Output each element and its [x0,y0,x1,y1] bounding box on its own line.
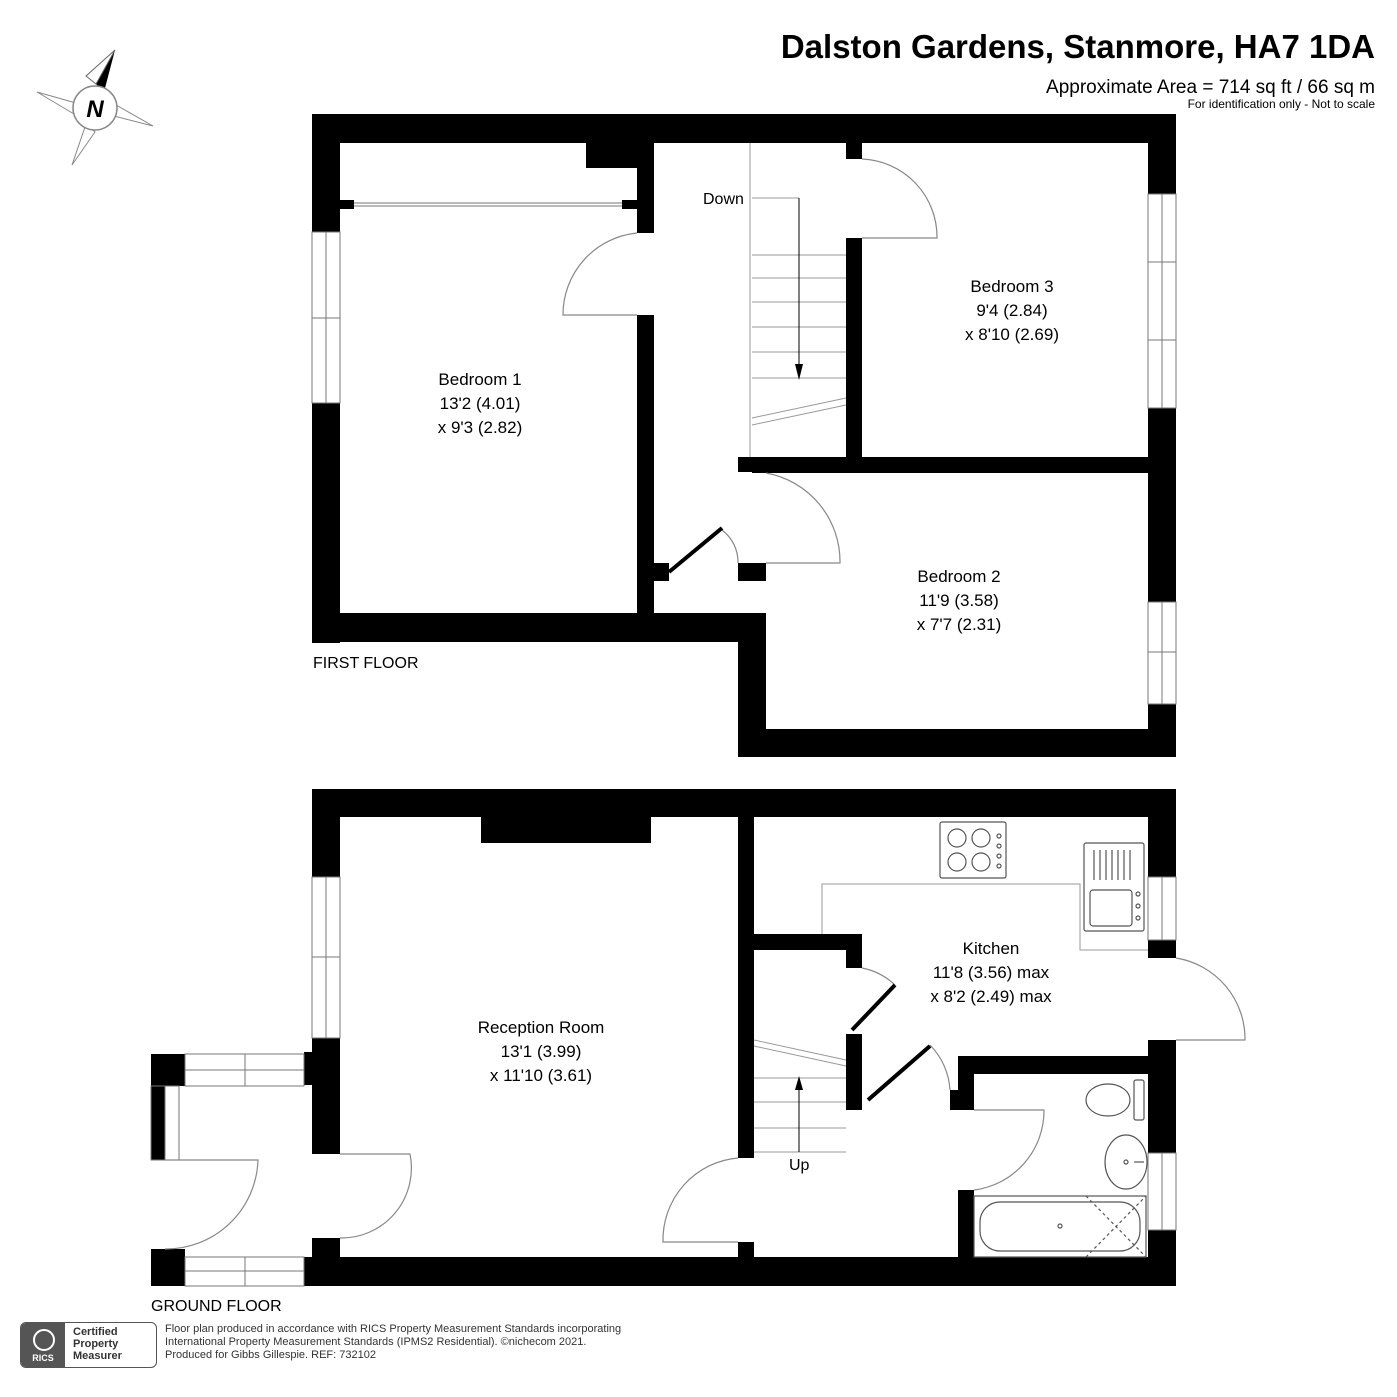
bath-icon [973,1195,1147,1258]
room-name: Bedroom 1 [438,370,522,389]
scale-disclaimer: For identification only - Not to scale [1187,97,1375,111]
room-bedroom-3: Bedroom 3 9'4 (2.84) x 8'10 (2.69) [965,275,1059,347]
rics-logo-icon: RICS [21,1323,65,1367]
room-bedroom-2: Bedroom 2 11'9 (3.58) x 7'7 (2.31) [917,565,1002,637]
kitchen-worktop [821,883,1148,951]
badge-line: Measurer [73,1350,122,1362]
stairs-down-label: Down [703,191,744,208]
approximate-area: Approximate Area = 714 sq ft / 66 sq m [1046,77,1375,98]
basin-icon [1104,1134,1148,1190]
room-dimension: 13'2 (4.01) [439,394,521,413]
room-dimension: x 9'3 (2.82) [437,418,523,437]
room-name: Bedroom 3 [970,277,1054,296]
room-reception: Reception Room 13'1 (3.99) x 11'10 (3.61… [478,1016,605,1088]
door-leaf [667,526,724,574]
rics-certification: Certified Property Measurer [73,1326,122,1362]
room-dimension: 11'9 (3.58) [919,591,999,610]
rics-badge: RICS Certified Property Measurer [20,1322,157,1368]
room-dimension: x 7'7 (2.31) [916,615,1002,634]
ground-floor-stairs [753,1039,847,1153]
badge-line: Property [73,1338,119,1350]
stair-arrow-icon [795,364,803,380]
ground-floor-doors [164,957,1246,1250]
first-floor-stairs [749,143,847,457]
ground-floor-label: GROUND FLOOR [151,1298,282,1315]
room-dimension: x 8'2 (2.49) max [930,987,1052,1006]
sink-icon [1083,842,1145,932]
ground-floor-walls [151,789,1176,1286]
room-name: Reception Room [477,1018,605,1037]
first-floor-label: FIRST FLOOR [313,655,419,672]
ground-floor-windows [150,876,1177,1287]
first-floor-walls [312,114,1176,757]
footer-line: International Property Measurement Stand… [165,1336,587,1348]
room-dimension: x 11'10 (3.61) [489,1066,593,1085]
room-kitchen: Kitchen 11'8 (3.56) max x 8'2 (2.49) max [930,937,1051,1009]
first-floor-doors [562,158,938,564]
door-leaves [850,983,932,1102]
svg-text:N: N [86,96,104,123]
toilet-icon [1085,1079,1145,1121]
room-dimension: 13'1 (3.99) [500,1042,582,1061]
room-dimension: x 8'10 (2.69) [965,325,1059,344]
footer-notes: Floor plan produced in accordance with R… [165,1323,621,1362]
compass-icon: N [36,49,154,166]
room-name: Kitchen [962,939,1020,958]
hob-icon [939,821,1007,879]
badge-line: Certified [73,1326,118,1338]
room-dimension: 9'4 (2.84) [976,301,1048,320]
room-name: Bedroom 2 [917,567,1001,586]
stair-arrow-icon [795,1076,803,1090]
rics-logo-text: RICS [32,1353,54,1363]
room-dimension: 11'8 (3.56) max [932,963,1050,982]
page-title: Dalston Gardens, Stanmore, HA7 1DA [780,28,1375,65]
first-floor-windows [311,193,1177,705]
footer-line: Floor plan produced in accordance with R… [165,1323,622,1335]
stairs-up-label: Up [789,1157,810,1174]
room-bedroom-1: Bedroom 1 13'2 (4.01) x 9'3 (2.82) [438,368,523,440]
footer-line: Produced for Gibbs Gillespie. REF: 73210… [165,1349,376,1361]
